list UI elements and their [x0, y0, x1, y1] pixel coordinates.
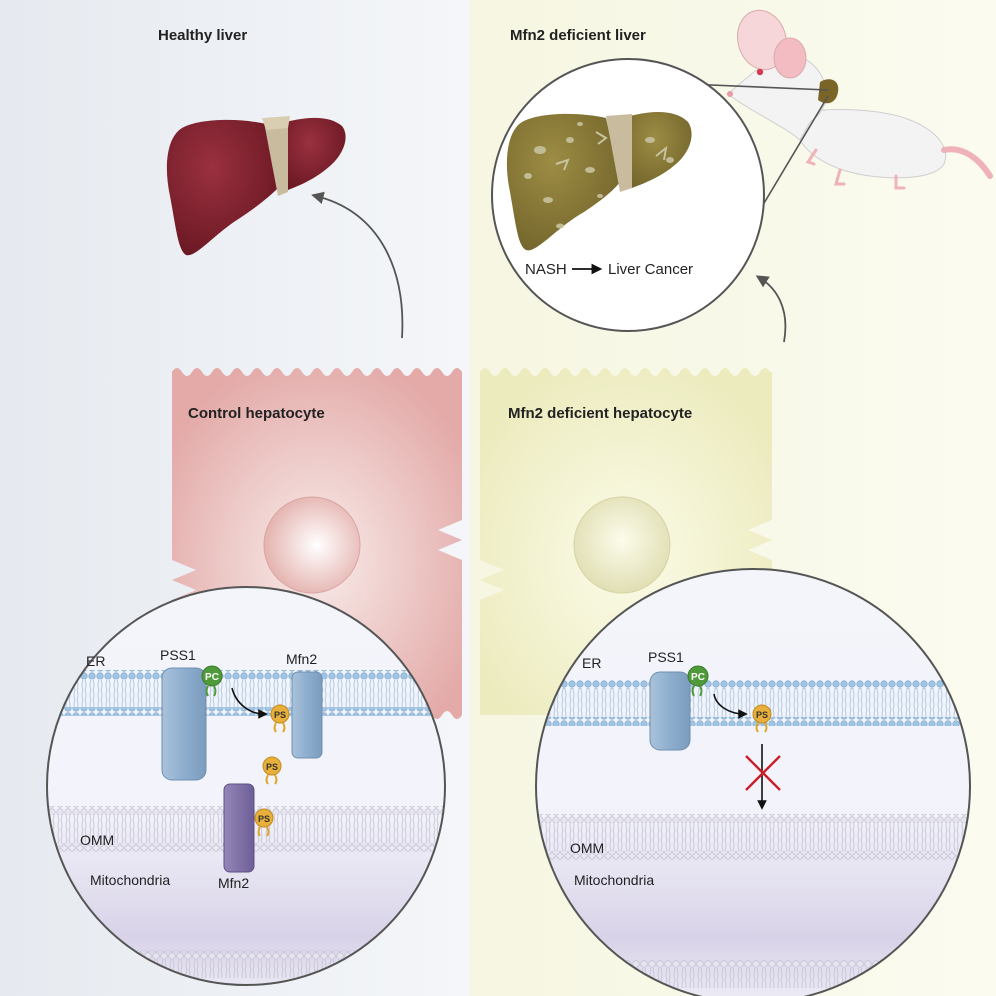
healthy-liver-icon [166, 116, 346, 256]
control-hepatocyte-label: Control hepatocyte [188, 405, 325, 422]
omm-label-right: OMM [570, 840, 604, 856]
control-zoom-circle-border [46, 586, 446, 986]
nash-label: NASH [525, 261, 567, 278]
svg-text:PC: PC [691, 672, 705, 683]
pc-to-ps-arrow [231, 687, 268, 719]
healthy-liver-title: Healthy liver [158, 27, 247, 44]
mouse-illustration [727, 9, 993, 190]
mfn2-hepatocyte-label: Mfn2 deficient hepatocyte [508, 405, 692, 422]
svg-text:PS: PS [274, 710, 286, 720]
ps-lipid-transit: PS [262, 756, 282, 785]
er-label: ER [86, 653, 105, 669]
mfn2-deficient-nucleus [573, 496, 671, 594]
ps-lipid-omm: PS [254, 808, 274, 837]
block-x-icon [745, 755, 781, 791]
pc-to-ps-arrow-right [713, 693, 748, 719]
mfn2-mito-label: Mfn2 [218, 875, 249, 891]
pc-lipid-right: PC [687, 665, 709, 697]
mfn2-er-protein [291, 671, 323, 759]
mfn2-mito-protein [223, 783, 255, 873]
er-label-right: ER [582, 655, 601, 671]
svg-text:PS: PS [756, 710, 768, 720]
omm-label: OMM [80, 832, 114, 848]
svg-text:PS: PS [258, 814, 270, 824]
ps-lipid-right: PS [752, 704, 772, 733]
arrow-to-healthy-liver [311, 191, 404, 339]
svg-text:PS: PS [266, 762, 278, 772]
pss1-label-right: PSS1 [648, 649, 684, 665]
mfn2-zoom-circle-border [535, 568, 971, 996]
mfn2-er-label: Mfn2 [286, 651, 317, 667]
pss1-label: PSS1 [160, 647, 196, 663]
mitochondria-label-right: Mitochondria [574, 872, 654, 888]
pss1-protein-right [649, 671, 691, 751]
pc-lipid: PC [201, 665, 223, 697]
control-nucleus [263, 496, 361, 594]
mitochondria-label: Mitochondria [90, 872, 170, 888]
liver-cancer-label: Liver Cancer [608, 261, 693, 278]
mfn2-liver-title: Mfn2 deficient liver [510, 27, 646, 44]
arrow-to-mfn2-liver [755, 275, 787, 343]
svg-text:PC: PC [205, 672, 219, 683]
pss1-protein [161, 667, 207, 781]
ps-lipid-er: PS [270, 704, 290, 733]
mfn2-deficient-liver-icon [506, 112, 692, 251]
